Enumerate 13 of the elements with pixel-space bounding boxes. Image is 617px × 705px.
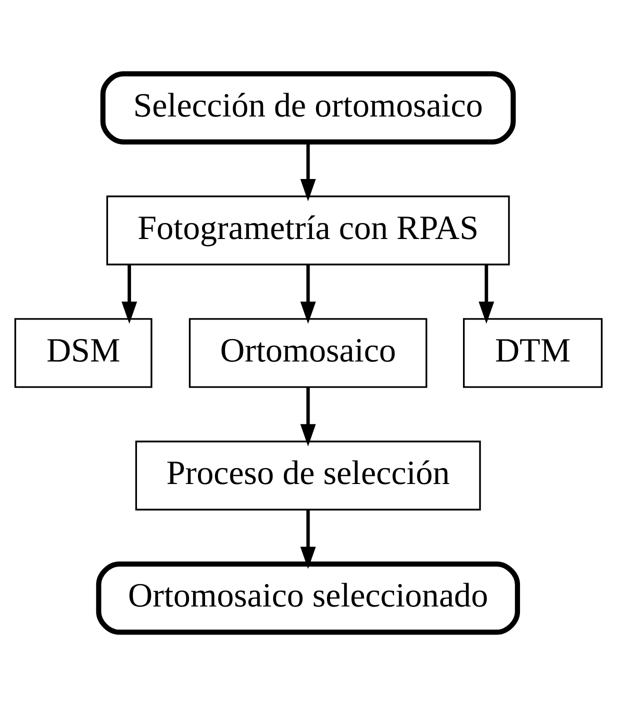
arrow [122,264,138,324]
node-box: Ortomosaico [188,318,428,388]
node-box: Proceso de selección [135,440,481,510]
arrow [300,386,316,446]
node-box: DSM [14,318,152,388]
arrow [300,509,316,568]
node-box: Fotogrametría con RPAS [106,195,510,265]
node-box: DTM [462,318,603,388]
arrow [478,264,494,324]
node-box: Ortomosaico seleccionado [96,561,520,634]
arrow [300,142,316,201]
node-box: Selección de ortomosaico [100,70,516,144]
arrow [300,264,316,324]
